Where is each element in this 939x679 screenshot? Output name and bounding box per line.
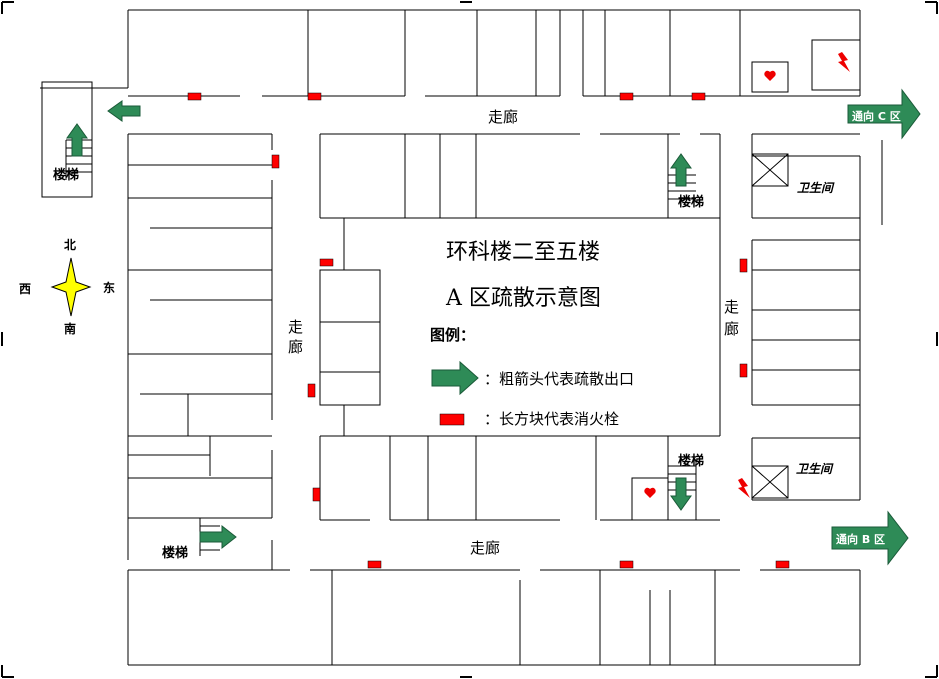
fire-hydrant-icon (619, 560, 634, 569)
fire-hydrant-icon (739, 363, 748, 378)
corridor-label-right-2: 廊 (724, 320, 740, 338)
corridor-label-bottom: 走廊 (470, 539, 501, 557)
arrow-icon (670, 477, 692, 511)
legend-rect-text: ：长方块代表消火栓 (484, 410, 620, 428)
fire-hydrant-icon (367, 560, 382, 569)
stair-label-left-bottom: 楼梯 (162, 546, 189, 561)
heart-icon (644, 487, 656, 498)
corridor-label-top: 走廊 (488, 108, 519, 126)
exit-label-c: 通向 C 区 (852, 110, 901, 123)
fire-hydrant-icon (312, 487, 321, 502)
fire-hydrant-icon (271, 154, 280, 169)
compass-west: 西 (19, 282, 32, 296)
map-title-line1: 环科楼二至五楼 (446, 240, 601, 265)
legend-arrow-text: ：粗箭头代表疏散出口 (484, 370, 635, 388)
lightning-icon (738, 478, 750, 498)
compass-north: 北 (64, 238, 77, 252)
compass-south: 南 (64, 322, 77, 336)
arrow-icon (847, 88, 921, 140)
lightning-icon (838, 52, 850, 72)
fire-hydrant-icon (187, 92, 202, 101)
corridor-label-left-1: 走 (288, 318, 304, 336)
fire-hydrant-icons (187, 92, 790, 569)
fire-hydrant-icon (739, 258, 748, 273)
arrow-icon (670, 153, 692, 187)
stair-label-left-top: 楼梯 (53, 168, 80, 183)
walls (40, 9, 883, 666)
fire-hydrant-icon (319, 258, 334, 267)
stair-label-inner-top: 楼梯 (678, 195, 705, 210)
arrow-icon (66, 123, 88, 157)
compass-east: 东 (103, 281, 116, 295)
fire-hydrant-icon (307, 92, 322, 101)
arrow-icon (831, 510, 909, 566)
fire-hydrant-icon (307, 383, 316, 398)
arrow-icon (199, 524, 237, 550)
map-title-line2: A 区疏散示意图 (446, 286, 601, 311)
stair-label-inner-bottom: 楼梯 (678, 454, 705, 469)
legend-hydrant-icon (439, 413, 465, 426)
corridor-label-right-1: 走 (724, 298, 740, 316)
fire-hydrant-icon (619, 92, 634, 101)
legend-heading: 图例： (430, 326, 476, 344)
exit-label-b: 通向 B 区 (836, 533, 886, 546)
wc-label-bottom: 卫生间 (796, 462, 833, 476)
wc-label-top: 卫生间 (797, 181, 834, 195)
exit-arrows (66, 88, 921, 566)
arrow-icon (107, 100, 141, 122)
legend-arrow-icon (431, 360, 479, 396)
corridor-label-left-2: 廊 (288, 338, 304, 356)
fire-hydrant-icon (691, 92, 706, 101)
fire-hydrant-icon (775, 560, 790, 569)
heart-icon (764, 70, 776, 81)
compass-star-icon (50, 257, 92, 317)
